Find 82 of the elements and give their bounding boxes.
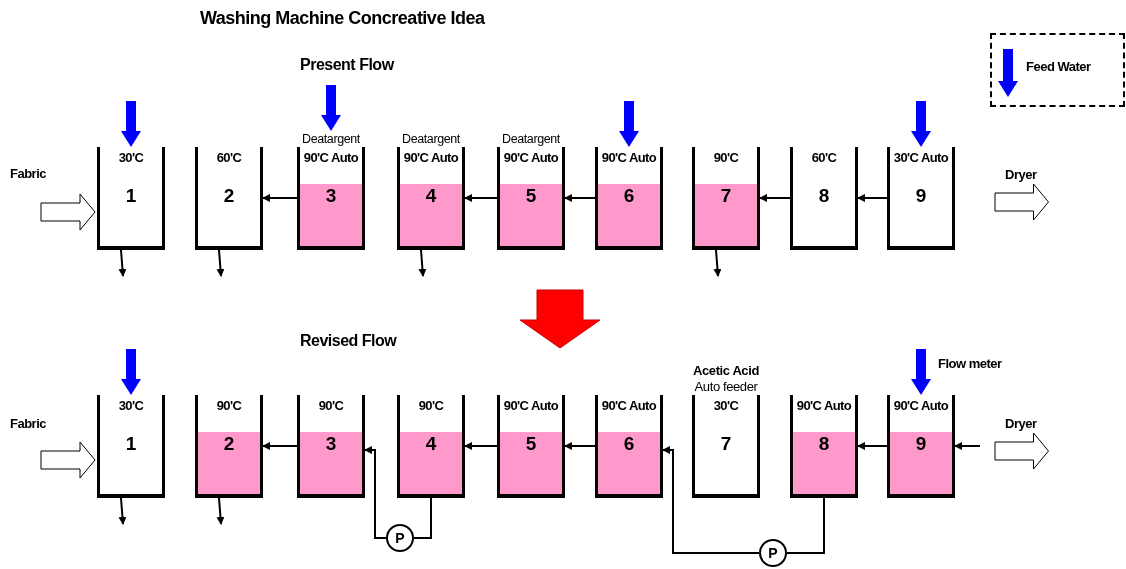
flow-arrow (759, 194, 791, 202)
block-arrow (40, 441, 96, 479)
drain-arrow (713, 249, 722, 277)
tank-number: 6 (623, 185, 635, 207)
pipe-line (786, 497, 825, 554)
flow-arrow (857, 442, 888, 450)
tank-number: 2 (223, 433, 235, 455)
temperature-label: 60'C (810, 149, 838, 166)
temperature-label: 90'C Auto (502, 149, 560, 166)
tank-number: 9 (915, 185, 927, 207)
tank-number: 6 (623, 433, 635, 455)
water-feed-arrow (121, 101, 141, 147)
temperature-label: 30'C (712, 397, 740, 414)
block-arrow (994, 183, 1049, 221)
temperature-label: 30'C (117, 149, 145, 166)
flow-arrow (262, 194, 298, 202)
tank-note: Deatargent (401, 131, 461, 147)
drain-arrow (216, 249, 225, 277)
flow-arrow (564, 442, 596, 450)
flow-arrow (464, 442, 498, 450)
tank-number: 7 (720, 433, 732, 455)
tank-number: 1 (125, 433, 137, 455)
section-heading: Revised Flow (300, 332, 397, 350)
temperature-label: 60'C (215, 149, 243, 166)
source-label: Fabric (10, 416, 46, 431)
pump-symbol: P (386, 524, 414, 552)
flow-arrow (564, 194, 596, 202)
block-arrow (994, 432, 1049, 470)
drain-arrow (418, 249, 427, 277)
temperature-label: 90'C Auto (502, 397, 560, 414)
temperature-label: 90'C Auto (892, 397, 950, 414)
tank-number: 9 (915, 433, 927, 455)
flow-arrow (662, 446, 760, 554)
water-feed-arrow (321, 85, 341, 131)
temperature-label: 90'C (712, 149, 740, 166)
tank-note: Auto feeder (693, 379, 759, 395)
temperature-label: 90'C Auto (402, 149, 460, 166)
tank-number: 5 (525, 185, 537, 207)
temperature-label: 90'C (215, 397, 243, 414)
flow-arrow (464, 194, 498, 202)
water-feed-arrow (121, 349, 141, 395)
tank-note: Deatargent (301, 131, 361, 147)
drain-arrow (118, 497, 127, 525)
temperature-label: 90'C Auto (600, 149, 658, 166)
temperature-label: 90'C (417, 397, 445, 414)
temperature-label: 90'C Auto (795, 397, 853, 414)
temperature-label: 90'C Auto (302, 149, 360, 166)
destination-label: Dryer (1005, 416, 1037, 431)
water-feed-arrow (911, 101, 931, 147)
tank-number: 7 (720, 185, 732, 207)
source-label: Fabric (10, 166, 46, 181)
flow-arrow (954, 442, 981, 450)
tank-number: 8 (818, 433, 830, 455)
legend-label: Feed Water (1026, 59, 1091, 74)
tank-number: 3 (325, 433, 337, 455)
temperature-label: 90'C Auto (600, 397, 658, 414)
water-feed-arrow (619, 101, 639, 147)
drain-arrow (216, 497, 225, 525)
water-feed-arrow (911, 349, 931, 395)
tank-note: Deatargent (501, 131, 561, 147)
tank-number: 4 (425, 185, 437, 207)
tank-number: 5 (525, 433, 537, 455)
flow-arrow (857, 194, 888, 202)
block-arrow (40, 193, 96, 231)
flow-arrow (364, 446, 387, 539)
instrument-label: Flow meter (938, 356, 1002, 371)
temperature-label: 30'C Auto (892, 149, 950, 166)
flow-arrow (262, 442, 298, 450)
tank-number: 1 (125, 185, 137, 207)
tank-number: 4 (425, 433, 437, 455)
tank-number: 2 (223, 185, 235, 207)
section-heading: Present Flow (300, 56, 394, 74)
temperature-label: 90'C (317, 397, 345, 414)
diagram-title: Washing Machine Concreative Idea (200, 8, 485, 29)
tank-number: 3 (325, 185, 337, 207)
destination-label: Dryer (1005, 167, 1037, 182)
temperature-label: 30'C (117, 397, 145, 414)
pump-symbol: P (759, 539, 787, 567)
tank-number: 8 (818, 185, 830, 207)
pipe-line (413, 497, 432, 539)
tank-note: Acetic Acid (692, 363, 760, 379)
drain-arrow (118, 249, 127, 277)
